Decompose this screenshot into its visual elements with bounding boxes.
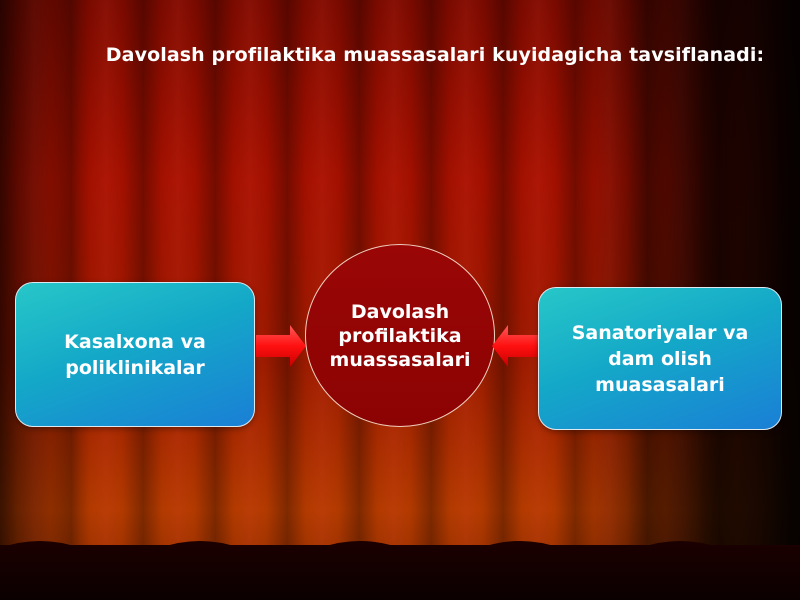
circle-line-1: Davolash xyxy=(350,300,450,323)
right-box-line-3: muasasalari xyxy=(595,373,725,396)
hospital-clinic-box: Kasalxona va poliklinikalar xyxy=(15,282,255,427)
right-arrow-icon xyxy=(256,325,306,367)
left-box-line-1: Kasalxona va xyxy=(64,330,206,353)
left-box-line-2: poliklinikalar xyxy=(65,356,205,379)
stage-floor xyxy=(0,545,800,600)
right-box-line-1: Sanatoriyalar va xyxy=(571,321,749,344)
slide-title: Davolash profilaktika muassasalari kuyid… xyxy=(105,44,765,66)
circle-line-3: muassasalari xyxy=(329,348,471,371)
circle-line-2: profilaktika xyxy=(338,324,462,347)
treatment-institutions-circle: Davolash profilaktika muassasalari xyxy=(305,244,495,427)
sanatorium-box: Sanatoriyalar va dam olish muasasalari xyxy=(538,287,782,430)
right-box-line-2: dam olish xyxy=(608,347,712,370)
left-arrow-icon xyxy=(492,325,542,367)
